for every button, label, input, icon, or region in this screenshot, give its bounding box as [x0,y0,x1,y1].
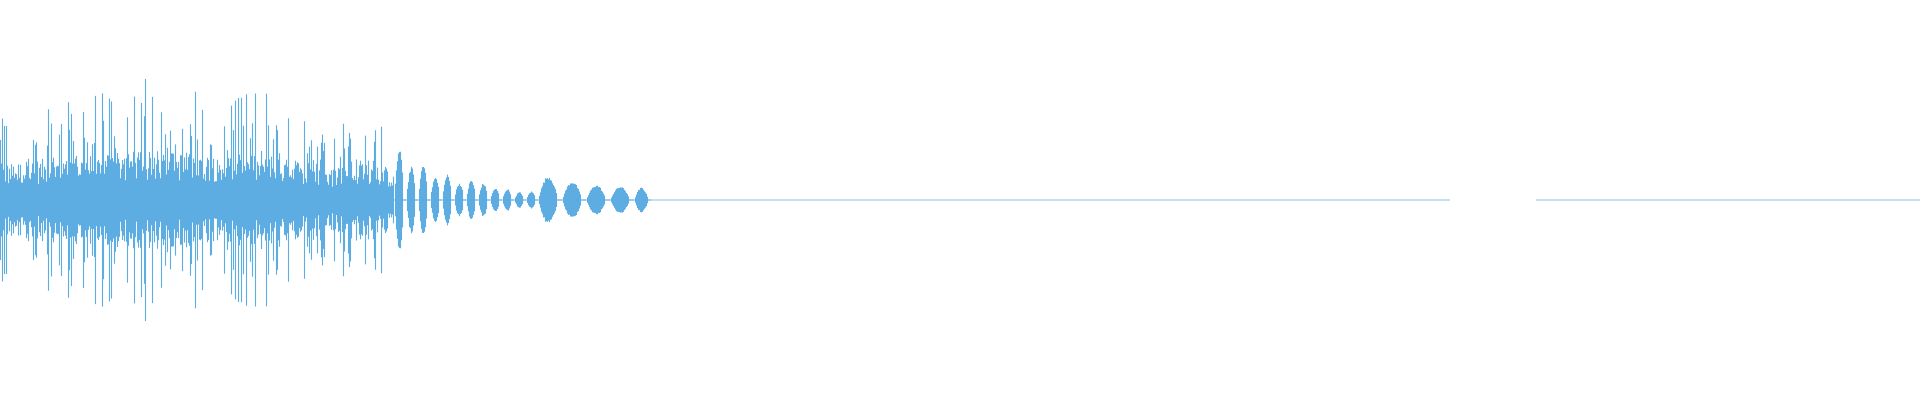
waveform-samples [0,79,1920,321]
